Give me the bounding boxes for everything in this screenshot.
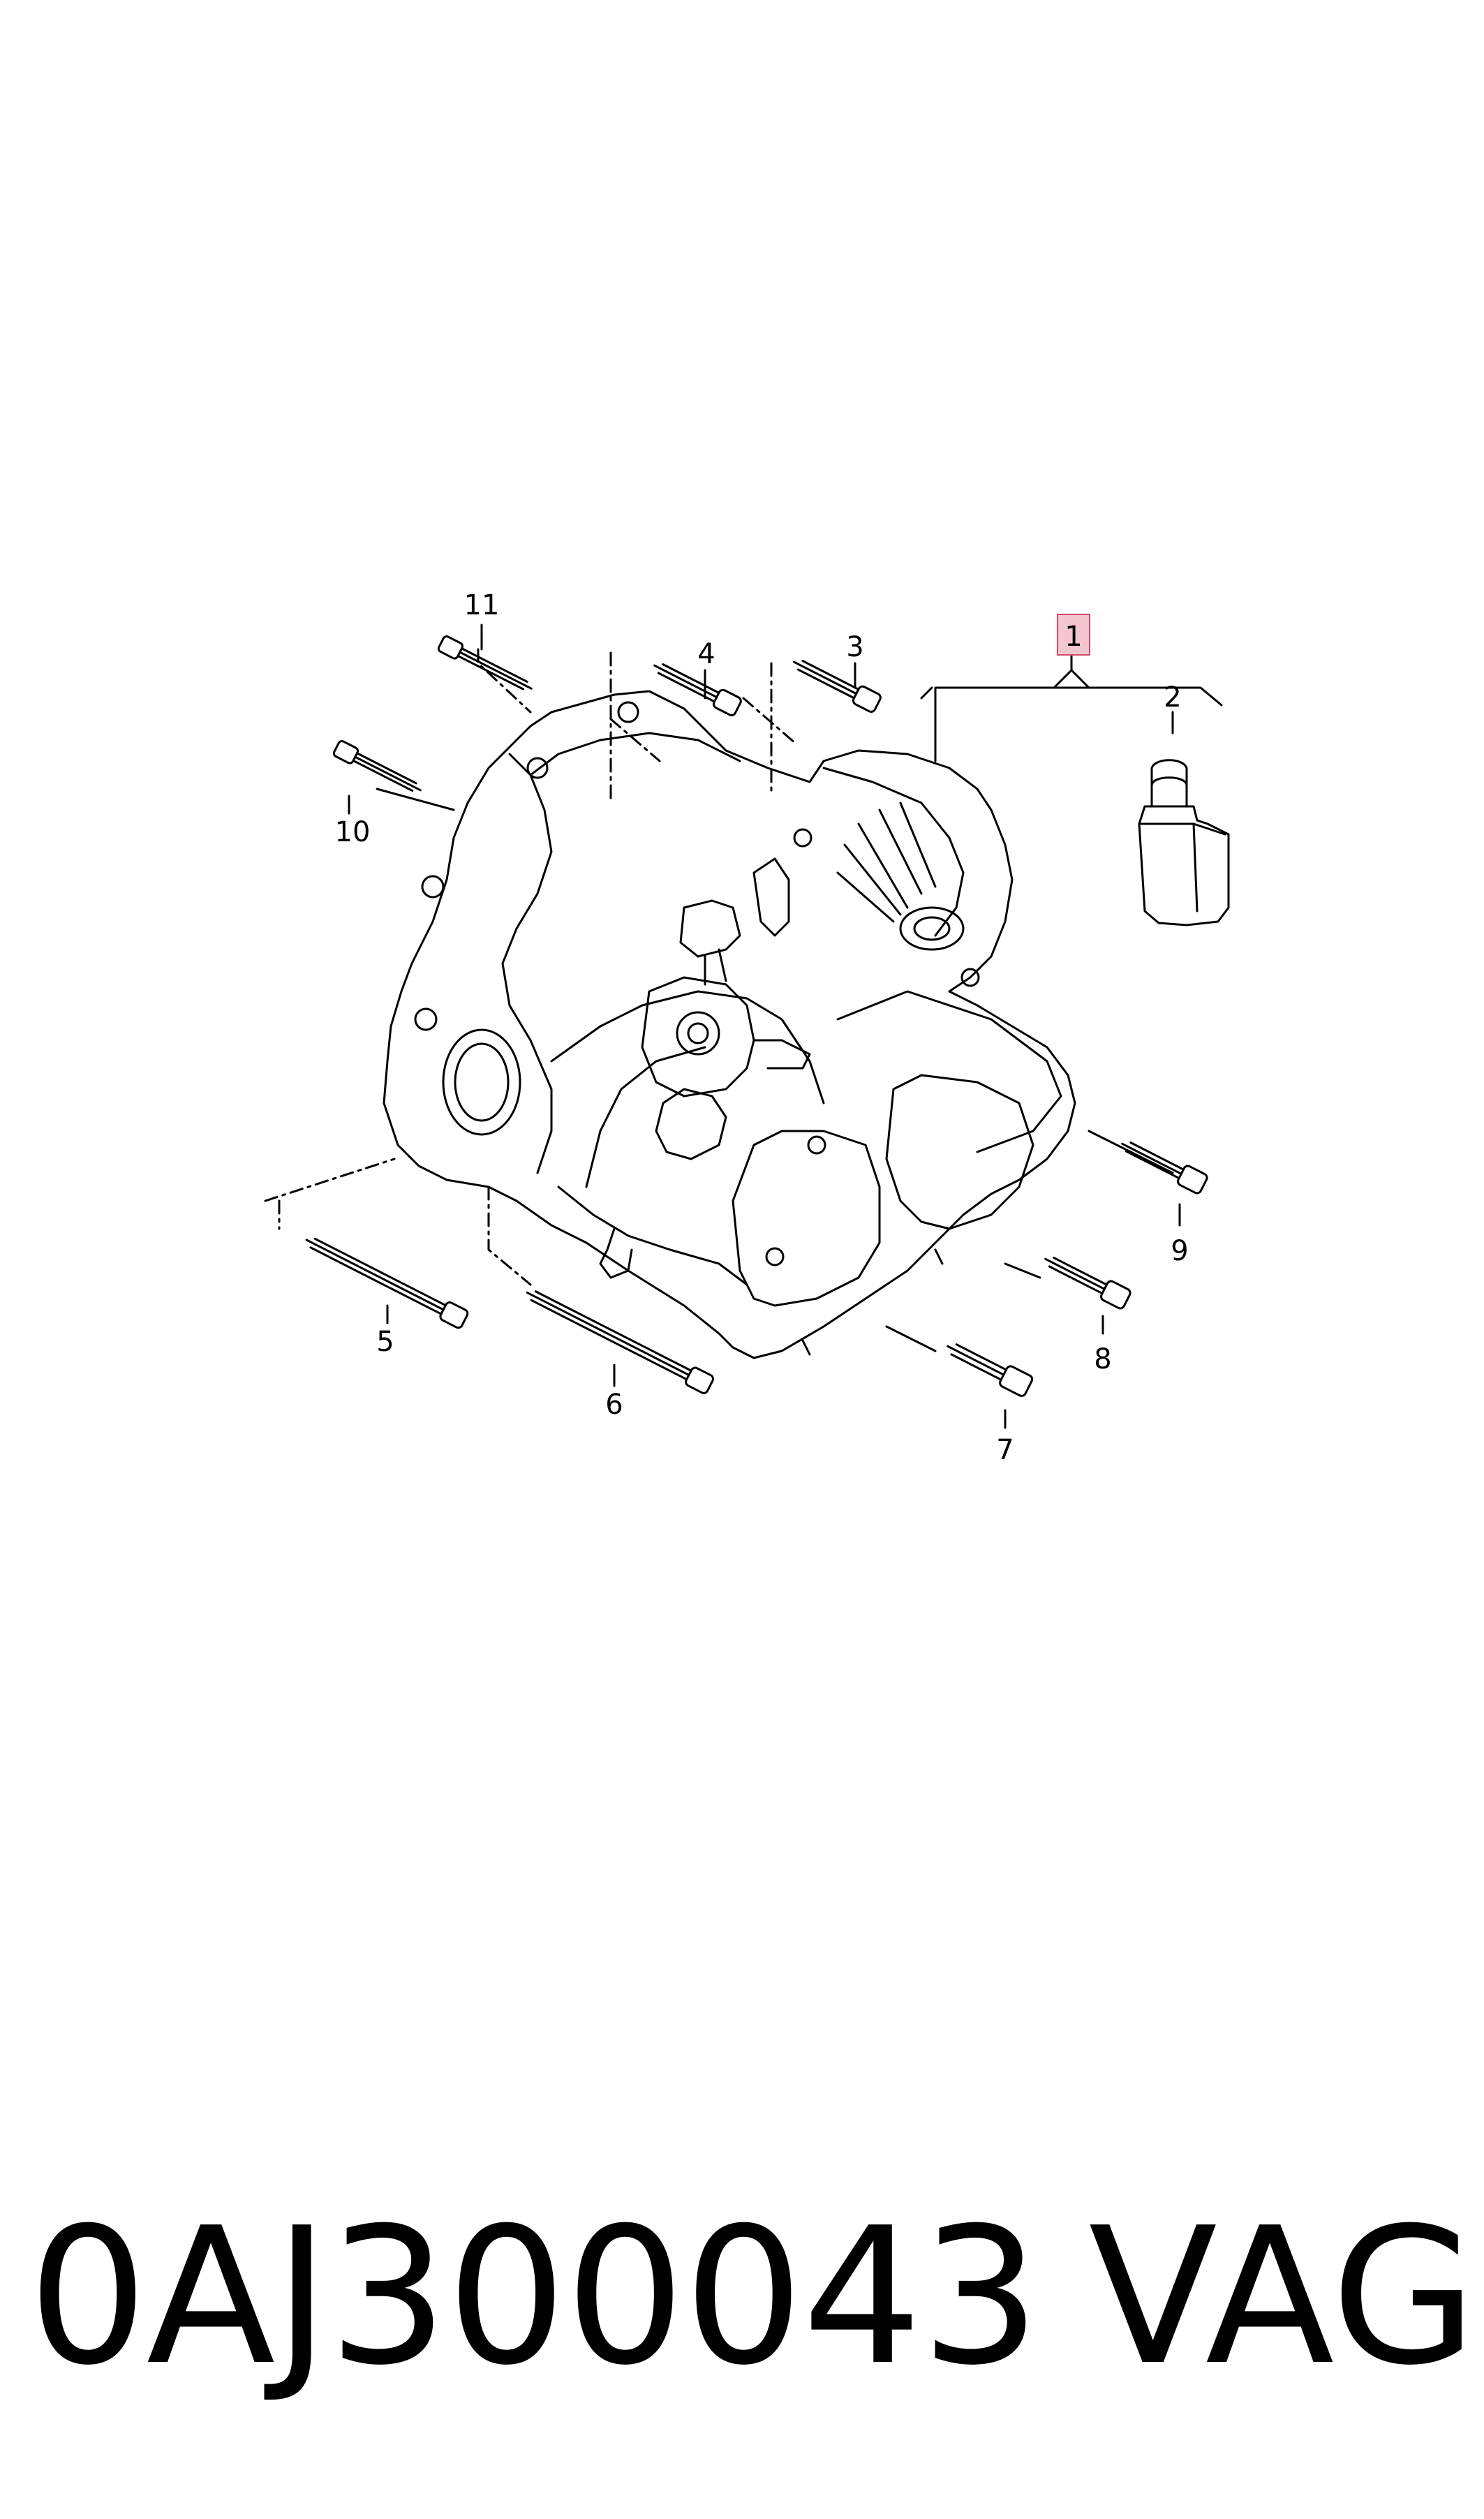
callout-11[interactable]: 11 [464, 589, 500, 621]
gearbox-icon [383, 690, 1076, 1359]
leader-lines [264, 648, 1223, 1352]
callout-1[interactable]: 1 [1064, 621, 1082, 653]
oil-bottle-icon [1138, 759, 1230, 926]
bolt-icon-6 [526, 1290, 715, 1394]
part-number: 0AJ300043 [28, 2187, 1041, 2407]
bolt-icon-7 [947, 1343, 1034, 1397]
callout-2[interactable]: 2 [1164, 681, 1181, 714]
parts-diagram: 1 2 3 4 5 6 7 8 9 10 11 [264, 589, 1230, 1466]
callout-7[interactable]: 7 [996, 1434, 1014, 1466]
callout-5[interactable]: 5 [376, 1326, 394, 1358]
bolt-icon-11 [437, 635, 533, 690]
brand-label: VAG [1088, 2187, 1477, 2407]
callout-10[interactable]: 10 [335, 816, 371, 848]
callout-8[interactable]: 8 [1094, 1343, 1111, 1375]
bolt-icon-8 [1044, 1257, 1131, 1310]
callout-3[interactable]: 3 [846, 631, 863, 663]
bolt-icon-5 [305, 1237, 469, 1329]
callout-6[interactable]: 6 [605, 1389, 623, 1421]
callout-1-highlight [1057, 614, 1090, 656]
callout-9[interactable]: 9 [1171, 1235, 1188, 1267]
bolt-icon-4 [653, 663, 742, 716]
bolt-icon-3 [793, 660, 882, 713]
bolt-icon-9 [1121, 1142, 1208, 1195]
bolt-icon-10 [332, 740, 422, 792]
callout-4[interactable]: 4 [697, 638, 715, 670]
